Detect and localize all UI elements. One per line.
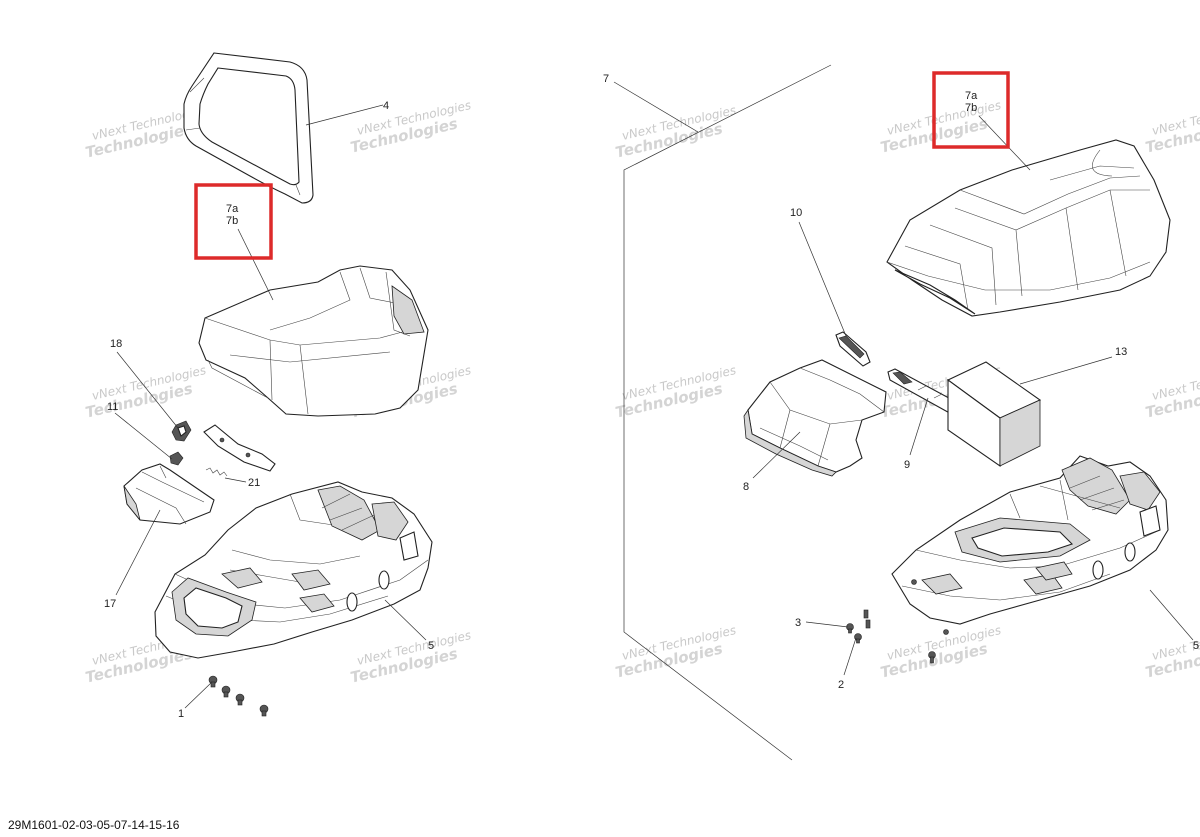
callout-label-7: 7 (603, 73, 609, 85)
highlight-box-7a-7b-right (932, 71, 1010, 149)
callout-label-7a: 7a (965, 90, 978, 102)
part-clip-11 (169, 451, 184, 466)
callouts-right: 7a 7b 10 13 9 8 3 2 5 (743, 71, 1199, 691)
callout-label-7a: 7a (226, 203, 239, 215)
callout-label-10: 10 (790, 207, 802, 219)
watermark: vNext Technologies Technologies (879, 623, 1003, 682)
part-seat-cushion-right (886, 139, 1171, 317)
part-storage-shell-8 (743, 359, 887, 477)
part-seat-base-left (154, 481, 433, 659)
watermark: vNext Technologies Technologies (1144, 363, 1200, 422)
callout-label-7b: 7b (965, 102, 977, 114)
part-strap-10 (835, 331, 871, 367)
part-seat-base-right (891, 455, 1169, 635)
part-seat-cushion-left (198, 265, 429, 417)
callouts-left: 4 7a 7b 18 11 21 17 5 1 (104, 100, 434, 720)
part-bracket-21 (203, 424, 276, 477)
callout-label-5: 5 (428, 640, 434, 652)
callout-label-3: 3 (795, 617, 801, 629)
highlight-box-7a-7b-left (194, 183, 273, 260)
callout-label-17: 17 (104, 598, 116, 610)
watermark: vNext Technologies Technologies (1144, 98, 1200, 157)
watermark: vNext Technologies Technologies (614, 623, 738, 682)
seat-assembly-plane: 7 (603, 64, 832, 761)
part-foam-block-13 (946, 361, 1042, 468)
callout-label-11: 11 (107, 401, 118, 413)
watermark: vNext Technologies Technologies (349, 628, 473, 687)
part-tray-17 (123, 463, 215, 525)
callout-label-21: 21 (248, 477, 260, 489)
callout-label-2: 2 (838, 679, 844, 691)
watermark: vNext Technologies Technologies (614, 103, 738, 162)
callout-label-8: 8 (743, 481, 749, 493)
part-backrest-frame (183, 52, 314, 204)
watermark: vNext Technologies Technologies (349, 98, 473, 157)
callout-label-4: 4 (383, 100, 389, 112)
part-fasteners-right (846, 609, 936, 664)
diagram-id: 29M1601-02-03-05-07-14-15-16 (8, 818, 180, 832)
callout-label-13: 13 (1115, 346, 1127, 358)
callout-label-1: 1 (178, 708, 184, 720)
watermark: vNext Technologies Technologies (1144, 623, 1200, 682)
watermark: vNext Technologies Technologies (614, 363, 738, 422)
callout-label-18: 18 (110, 338, 122, 350)
callout-label-9: 9 (904, 459, 910, 471)
watermark: vNext Technologies Technologies (84, 363, 208, 422)
callout-label-7b: 7b (226, 215, 238, 227)
callout-label-5: 5 (1193, 640, 1199, 652)
part-fasteners-1-left (208, 675, 269, 717)
